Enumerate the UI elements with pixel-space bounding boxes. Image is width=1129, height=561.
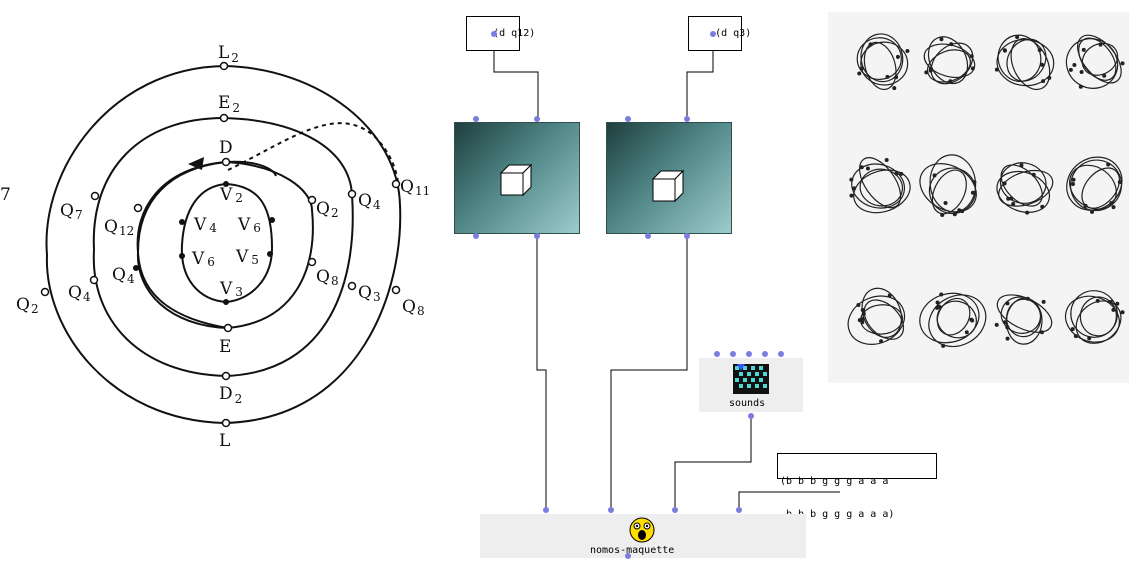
label-Q3: Q3 [358, 283, 381, 304]
sound-grid-icon [733, 364, 769, 394]
label-D: D [219, 138, 233, 158]
label-Q2-left: Q2 [16, 295, 39, 316]
sketch-thumbnail-grid [828, 12, 1129, 383]
label-Q4-right: Q4 [358, 191, 381, 212]
sounds-object[interactable]: sounds [699, 358, 803, 412]
message-box-d-q3[interactable]: (d q3) [688, 16, 742, 51]
list-box[interactable]: (b b b g g g a a a b b b g g g a a a) [777, 453, 937, 479]
label-Q4-outer: Q4 [68, 283, 91, 304]
object-box-left[interactable] [454, 122, 580, 234]
object-box-right[interactable] [606, 122, 732, 234]
nomos-maquette-label: nomos-maquette [590, 545, 674, 556]
label-Q11: Q11 [400, 177, 430, 198]
nomos-maquette-object[interactable]: nomos-maquette [480, 514, 806, 558]
message-box-d-q12[interactable]: (d q12) [466, 16, 520, 51]
label-E: E [219, 337, 231, 357]
cube-icon [497, 159, 537, 199]
cube-icon [649, 165, 689, 205]
label-Q7: Q7 [60, 201, 83, 222]
message-text: (d q3) [715, 28, 751, 39]
message-text: (d q12) [493, 28, 535, 39]
label-L: L [219, 431, 230, 451]
patch-editor: (d q12) (d q3) sounds [440, 0, 840, 561]
list-line-1: (b b b g g g a a a [780, 476, 934, 487]
label-Q2: Q2 [316, 199, 339, 220]
screaming-face-icon [628, 516, 656, 544]
label-Q7-left: 7 [0, 185, 11, 205]
label-Q12: Q12 [104, 217, 134, 238]
label-Q4-inner: Q4 [112, 265, 135, 286]
label-Q8-right: Q8 [402, 297, 425, 318]
label-Q8-inner: Q8 [316, 267, 339, 288]
sounds-label: sounds [729, 398, 765, 409]
